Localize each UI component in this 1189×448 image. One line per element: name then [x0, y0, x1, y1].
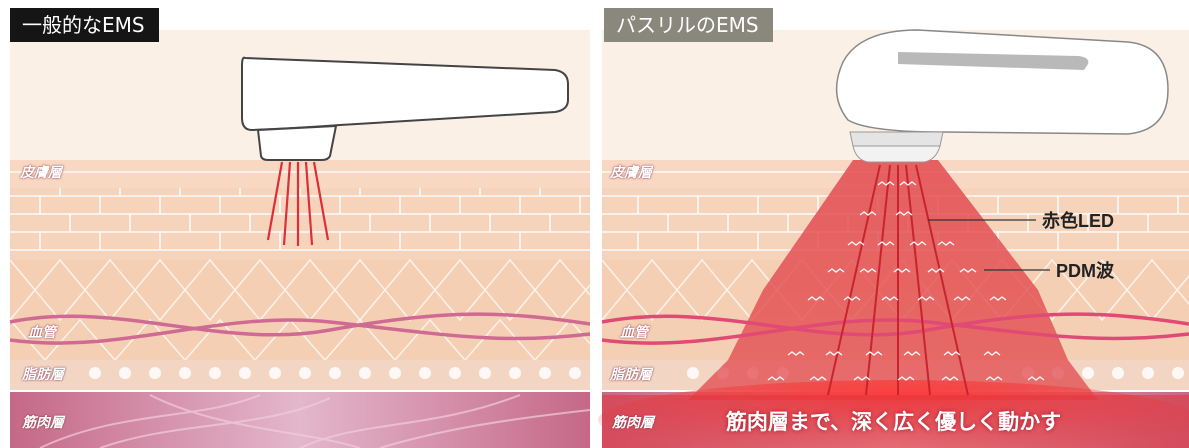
label-skin-layer: 皮膚層 [20, 165, 62, 181]
skin-layer [10, 160, 590, 188]
label-fat-layer: 脂肪層 [22, 367, 64, 383]
blood-vessels [9, 312, 590, 345]
panel-caption: 筋肉層まで、深く広く優しく動かす [725, 410, 1062, 434]
callout-pdm-wave: PDM波 [1056, 261, 1114, 281]
label-blood-vessel: 血管 [28, 325, 56, 341]
pasrill-ems-panel: パスリルのEMS 皮膚層 血管 脂肪層 筋肉層 赤色LED PDM波 筋肉層まで… [598, 0, 1189, 448]
pasrill-ems-illustration [598, 0, 1189, 448]
general-ems-illustration [0, 0, 590, 448]
callout-red-led: 赤色LED [1042, 211, 1114, 231]
label-muscle-layer: 筋肉層 [612, 415, 654, 431]
pdm-wave-marks [767, 181, 1045, 381]
pasrill-ems-device [835, 29, 1169, 163]
panel-title: パスリルのEMS [604, 8, 773, 42]
label-muscle-layer: 筋肉層 [22, 415, 64, 431]
epidermis-cells [10, 188, 590, 260]
ems-electric-beams [266, 161, 330, 246]
red-led-beams [827, 164, 969, 396]
label-fat-layer: 脂肪層 [610, 367, 652, 383]
label-skin-layer: 皮膚層 [610, 165, 652, 181]
blood-vessels [601, 312, 1189, 345]
muscle-layer [10, 392, 590, 448]
general-ems-panel: 一般的なEMS 皮膚層 血管 脂肪層 筋肉層 [0, 0, 590, 448]
pdm-wave-cone [688, 160, 1098, 400]
panel-title: 一般的なEMS [10, 8, 159, 42]
label-blood-vessel: 血管 [620, 325, 648, 341]
generic-ems-device [241, 56, 569, 161]
dermis-layer [10, 260, 590, 360]
